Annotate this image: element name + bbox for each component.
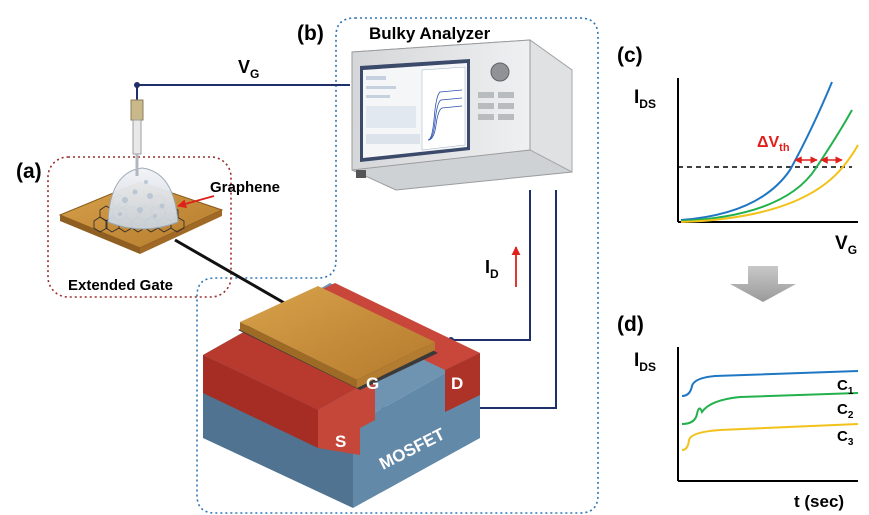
gate-electrode	[240, 286, 435, 380]
panel-b-label: (b)	[297, 22, 324, 45]
analyzer-knob	[490, 62, 510, 82]
bulky-analyzer-instrument	[351, 39, 573, 191]
chart-c-xlabel: VG	[835, 233, 857, 257]
vg-label: VG	[238, 57, 259, 81]
chart-c-curve-1	[680, 81, 833, 221]
reference-electrode	[130, 99, 144, 176]
chart-d-curve-c2	[681, 392, 859, 425]
chart-c	[677, 78, 859, 223]
chart-c-curve-3	[680, 144, 859, 223]
panel-a-label: (a)	[16, 160, 42, 183]
drain-terminal-label: D	[451, 374, 463, 393]
vg-node	[134, 82, 140, 88]
analyzer-boundary	[196, 17, 599, 514]
source-region	[203, 323, 375, 410]
panel-d-label: (d)	[617, 313, 644, 336]
sample-droplet	[107, 167, 179, 230]
graphene-label: Graphene	[210, 179, 280, 196]
gate-connection-wire	[174, 238, 301, 314]
chart-c-delta-vth: ΔVth	[757, 134, 790, 154]
chart-d-xlabel: t (sec)	[794, 492, 844, 511]
transition-arrow	[730, 266, 796, 302]
id-label: ID	[485, 257, 499, 281]
chart-d-curve-c1	[681, 370, 859, 397]
chart-c-curve-2	[680, 109, 853, 222]
chart-d-c3-label: C3	[837, 428, 854, 448]
chart-d-ylabel: IDS	[634, 350, 656, 374]
mosfet-device	[203, 283, 480, 508]
graphene-pointer-arrow	[177, 195, 215, 209]
chart-d	[677, 347, 859, 482]
source-terminal-label: S	[335, 432, 346, 451]
chart-d-c1-label: C1	[837, 377, 854, 397]
panel-c-label: (c)	[617, 44, 643, 67]
extended-gate-label: Extended Gate	[68, 277, 173, 294]
chart-d-curve-c3	[681, 423, 859, 451]
chart-d-c2-label: C2	[837, 401, 854, 421]
extended-gate-boundary	[47, 156, 232, 298]
analyzer-title: Bulky Analyzer	[369, 24, 491, 43]
drain-wire	[450, 190, 531, 341]
gate-terminal-label: G	[366, 374, 379, 393]
chart-c-ylabel: IDS	[634, 87, 656, 111]
extended-gate-chip	[58, 167, 224, 254]
